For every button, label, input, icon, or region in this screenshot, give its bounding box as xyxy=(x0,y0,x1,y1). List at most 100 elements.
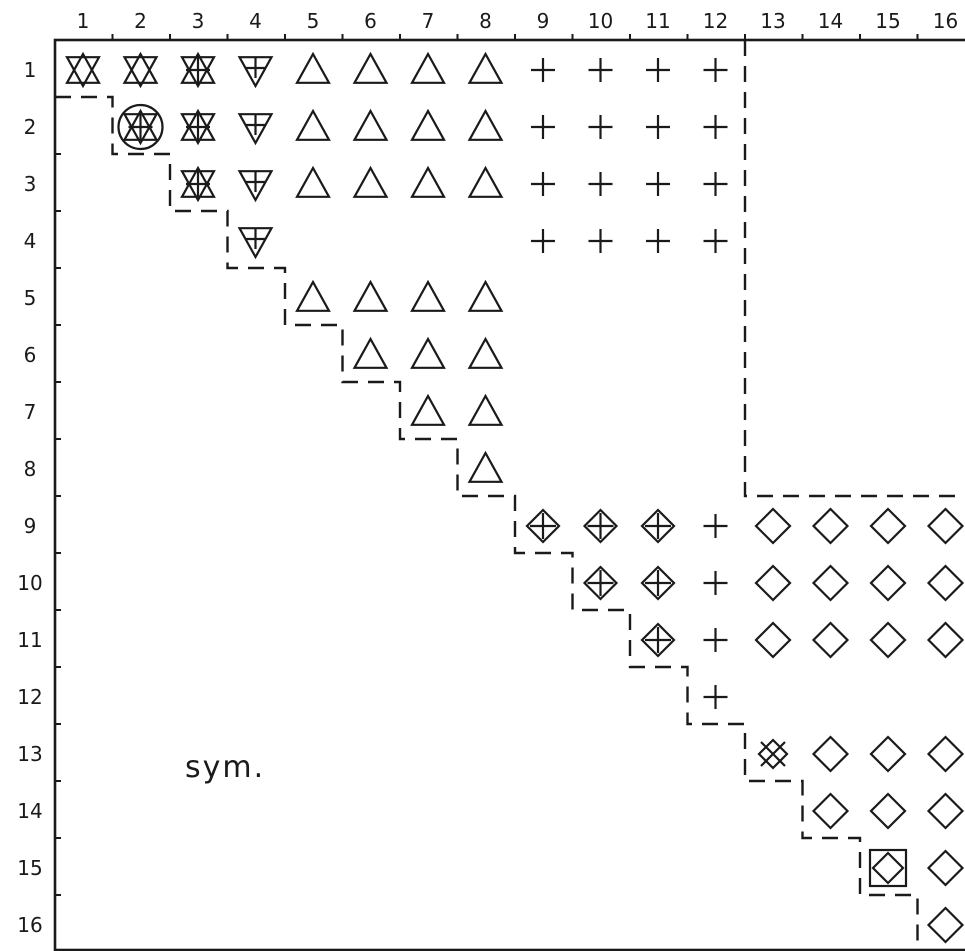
column-label: 11 xyxy=(645,9,670,33)
cell-symbol-triangle xyxy=(410,108,446,141)
cell-symbol-diamond-plus xyxy=(525,508,561,544)
cell-symbol-diamond xyxy=(754,621,792,659)
row-label: 3 xyxy=(24,172,37,196)
cell-symbol-star xyxy=(122,51,159,89)
cell-symbol-triangle xyxy=(295,165,331,198)
cell-symbol-star xyxy=(65,51,101,89)
cell-symbol-diamond-x xyxy=(757,738,789,770)
row-label: 15 xyxy=(17,856,42,880)
cell-symbol-triangle xyxy=(410,165,446,198)
cell-symbol-triangle xyxy=(467,336,504,369)
cell-symbol-triangle xyxy=(410,393,446,426)
cell-symbol-diamond-square xyxy=(868,848,908,888)
symmetry-note: sym. xyxy=(185,750,265,785)
cell-symbol-diamond xyxy=(926,564,965,602)
cell-symbol-triangle xyxy=(467,165,504,198)
column-label: 10 xyxy=(588,9,613,33)
cell-symbol-diamond xyxy=(811,621,850,659)
column-label: 6 xyxy=(364,9,377,33)
cell-symbol-diamond-plus xyxy=(582,508,619,544)
row-label: 16 xyxy=(17,913,42,937)
cell-symbol-triangle xyxy=(467,108,504,141)
column-label: 7 xyxy=(422,9,435,33)
cell-symbol-diamond xyxy=(869,564,907,602)
cell-symbol-plus xyxy=(531,229,555,253)
cell-symbol-triangle xyxy=(410,336,446,369)
cell-symbol-plus xyxy=(588,115,613,139)
cell-symbol-plus xyxy=(531,115,555,139)
cell-symbol-triangle xyxy=(295,279,331,312)
matrix-cells xyxy=(65,51,965,944)
cell-symbol-diamond xyxy=(811,735,850,773)
cell-symbol-tri-down-cross xyxy=(237,56,274,89)
column-label: 16 xyxy=(933,9,958,33)
cell-symbol-diamond xyxy=(869,792,907,830)
row-label: 10 xyxy=(17,571,42,595)
column-label: 15 xyxy=(875,9,900,33)
row-label: 9 xyxy=(24,514,37,538)
cell-symbol-triangle xyxy=(352,279,389,312)
cell-symbol-diamond xyxy=(811,507,850,545)
row-label: 1 xyxy=(24,58,37,82)
row-label: 11 xyxy=(17,628,42,652)
cell-symbol-diamond xyxy=(754,507,792,545)
cell-symbol-plus xyxy=(646,115,670,139)
block-boundary xyxy=(743,40,965,498)
column-label: 9 xyxy=(537,9,550,33)
cell-symbol-plus xyxy=(588,229,613,253)
row-label: 8 xyxy=(24,457,37,481)
cell-symbol-diamond xyxy=(926,849,965,887)
cell-symbol-plus xyxy=(703,628,728,652)
cell-symbol-triangle xyxy=(295,108,331,141)
cell-symbol-diamond-plus xyxy=(640,508,676,544)
cell-symbol-plus xyxy=(646,172,670,196)
cell-symbol-diamond xyxy=(754,564,792,602)
cell-symbol-triangle xyxy=(467,51,504,84)
cell-symbol-plus xyxy=(703,229,728,253)
cell-symbol-plus xyxy=(703,685,728,709)
column-label: 4 xyxy=(249,9,262,33)
cell-symbol-diamond xyxy=(926,792,965,830)
cell-symbol-plus xyxy=(646,229,670,253)
cell-symbol-plus xyxy=(703,115,728,139)
cell-symbol-triangle xyxy=(295,51,331,84)
cell-symbol-triangle xyxy=(467,450,504,483)
cell-symbol-star-cross xyxy=(180,108,216,146)
column-label: 14 xyxy=(818,9,843,33)
cell-symbol-triangle xyxy=(410,51,446,84)
column-label: 13 xyxy=(760,9,785,33)
diagonal-staircase-boundary xyxy=(55,95,919,951)
row-label: 12 xyxy=(17,685,42,709)
cell-symbol-diamond-plus xyxy=(640,622,676,658)
cell-symbol-triangle xyxy=(352,336,389,369)
column-label: 5 xyxy=(307,9,320,33)
cell-symbol-plus xyxy=(703,571,728,595)
cell-symbol-plus xyxy=(703,172,728,196)
column-label: 1 xyxy=(77,9,90,33)
row-label: 5 xyxy=(24,286,37,310)
row-label: 13 xyxy=(17,742,42,766)
cell-symbol-plus xyxy=(703,58,728,82)
cell-symbol-diamond xyxy=(926,621,965,659)
cell-symbol-tri-down-cross xyxy=(237,227,274,260)
matrix-frame xyxy=(53,38,965,951)
cell-symbol-plus xyxy=(531,172,555,196)
cell-symbol-diamond xyxy=(926,906,965,944)
column-label: 3 xyxy=(192,9,205,33)
cell-symbol-diamond xyxy=(811,564,850,602)
row-label: 4 xyxy=(24,229,37,253)
cell-symbol-tri-down-cross xyxy=(237,170,274,203)
column-label: 2 xyxy=(134,9,147,33)
cell-symbol-star-cross xyxy=(180,51,216,89)
cell-symbol-triangle xyxy=(352,165,389,198)
cell-symbol-diamond-plus xyxy=(582,565,619,601)
row-label: 6 xyxy=(24,343,37,367)
cell-symbol-diamond xyxy=(811,792,850,830)
cell-symbol-diamond xyxy=(926,735,965,773)
cell-symbol-plus xyxy=(588,172,613,196)
cell-symbol-diamond xyxy=(869,507,907,545)
cell-symbol-plus xyxy=(531,58,555,82)
row-label: 14 xyxy=(17,799,42,823)
